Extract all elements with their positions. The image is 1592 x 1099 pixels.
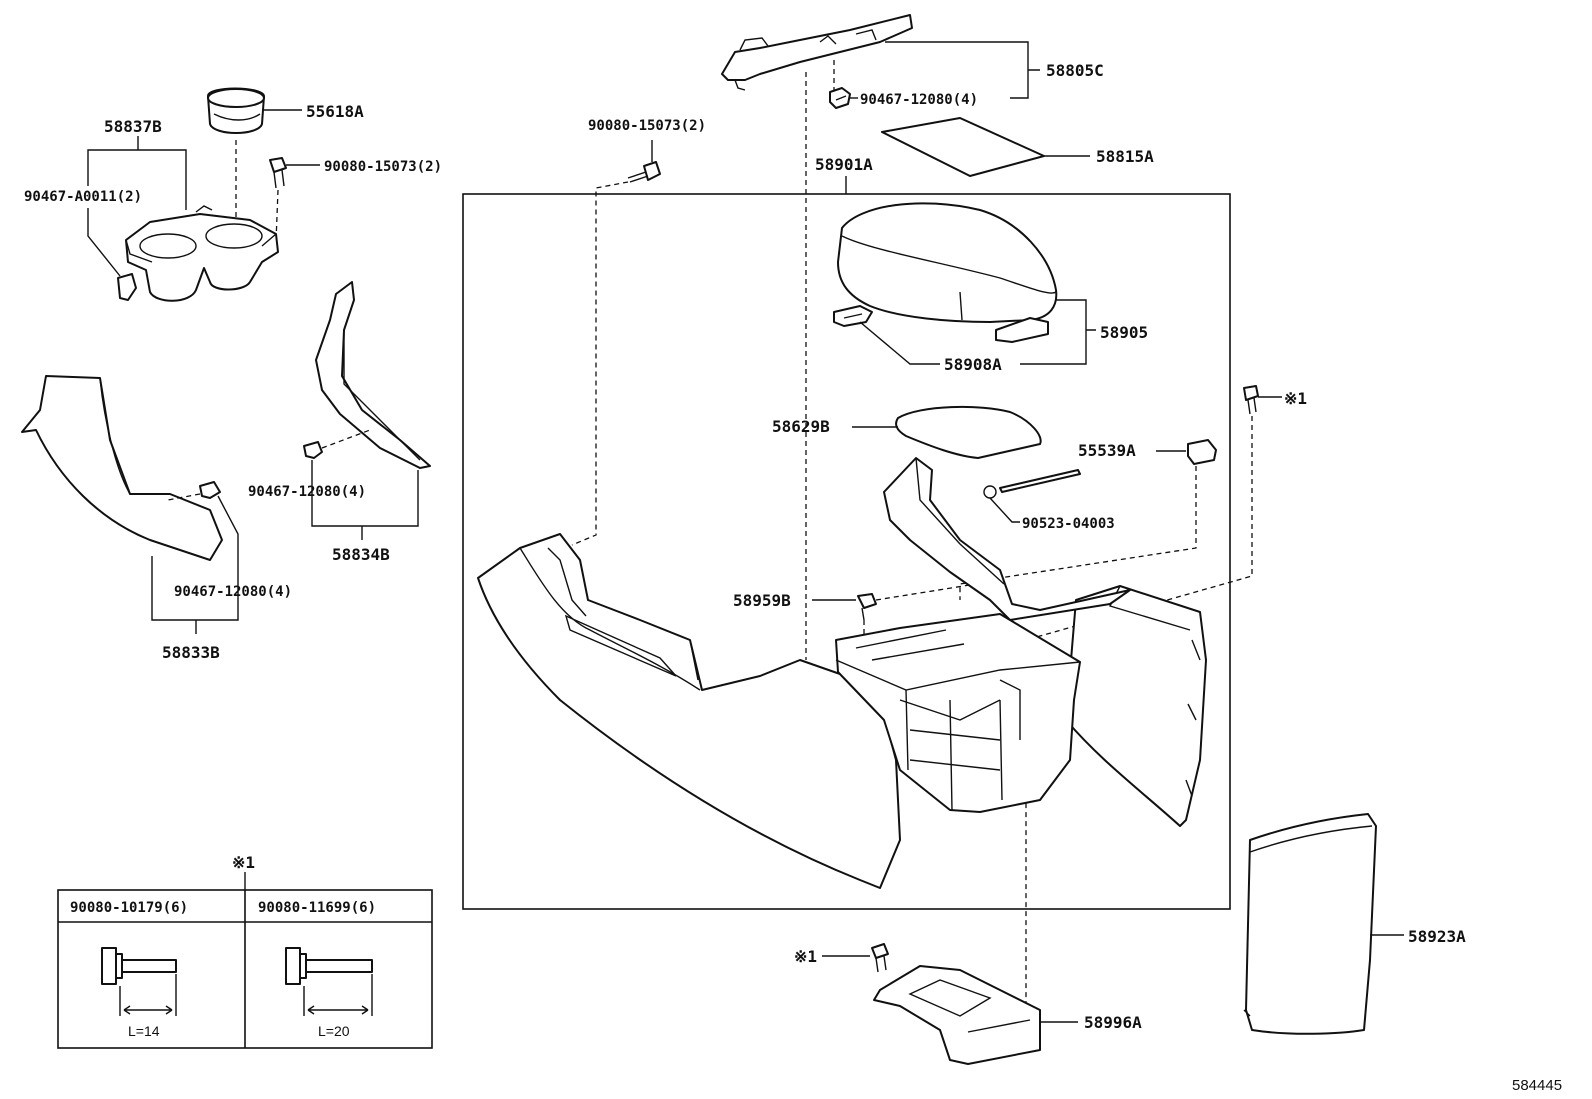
screw-ref1-bottom — [871, 943, 889, 973]
leader-90467-A0011 — [87, 208, 121, 277]
part-55539A-cap — [1187, 439, 1217, 465]
part-58837B-cupholder — [125, 205, 279, 302]
part-58815A-pad — [881, 117, 1045, 177]
label-ref1-table: ※1 — [232, 853, 255, 872]
dash-58833B — [167, 493, 201, 501]
part-58908A-bracket — [833, 305, 873, 327]
screw-ref1-right — [1243, 385, 1259, 415]
label-58834B: 58834B — [332, 545, 390, 564]
part-58959B-clip — [857, 593, 877, 621]
console-center-box — [835, 613, 1081, 813]
label-90467-12080-top: 90467-12080(4) — [860, 92, 978, 108]
dash-screw-mid — [571, 181, 629, 546]
bolt-icon-l20 — [285, 947, 373, 1016]
bolt-col2-length: L=20 — [318, 1023, 350, 1039]
label-90080-15073-left: 90080-15073(2) — [324, 159, 442, 175]
part-rod — [999, 469, 1081, 493]
label-58905: 58905 — [1100, 323, 1148, 342]
bolt-col1-part: 90080-10179(6) — [70, 900, 188, 916]
part-58923A-panel — [1243, 813, 1377, 1035]
label-58805C: 58805C — [1046, 61, 1104, 80]
label-58923A: 58923A — [1408, 927, 1466, 946]
dash-ref1-right — [1025, 416, 1253, 1010]
part-58834B-trim — [315, 281, 431, 469]
bolt-col2-part: 90080-11699(6) — [258, 900, 376, 916]
label-90467-12080-low: 90467-12080(4) — [174, 584, 292, 600]
label-58629B: 58629B — [772, 417, 830, 436]
label-58908A: 58908A — [944, 355, 1002, 374]
label-58996A: 58996A — [1084, 1013, 1142, 1032]
leader-58834B — [311, 460, 419, 540]
label-58833B: 58833B — [162, 643, 220, 662]
part-58905-armrest — [837, 202, 1058, 343]
label-55618A: 55618A — [306, 102, 364, 121]
leader-58805C — [885, 41, 1040, 99]
leader-90523-04003 — [989, 497, 1020, 523]
part-58805C-trim — [721, 14, 913, 91]
bolt-reference-table: ※1 90080-10179(6) 90080-11699(6) L=14 L=… — [57, 853, 433, 1049]
leader-58837B — [87, 136, 187, 210]
part-90523-04003-ring — [983, 485, 997, 499]
console-left-panel — [477, 533, 901, 889]
label-58837B: 58837B — [104, 117, 162, 136]
screw-90080-15073-mid — [627, 161, 661, 183]
label-58901A: 58901A — [815, 155, 873, 174]
dash-58959B — [863, 583, 977, 636]
label-90080-15073-mid: 90080-15073(2) — [588, 118, 706, 134]
clip-90467-12080-top — [829, 87, 851, 109]
console-right-panel — [1065, 585, 1207, 827]
part-58996A-bracket — [873, 965, 1041, 1065]
console-rear-bracket — [883, 457, 1131, 621]
clip-90467-12080-low — [199, 481, 221, 499]
label-90467-A0011: 90467-A0011(2) — [24, 189, 142, 205]
label-ref1-bottom: ※1 — [794, 947, 817, 966]
label-ref1-right: ※1 — [1284, 389, 1307, 408]
label-55539A: 55539A — [1078, 441, 1136, 460]
part-55618A-cup — [207, 87, 265, 134]
leader-58833B — [151, 495, 239, 634]
part-58833B-trim — [21, 375, 223, 561]
clip-90467-12080-mid — [303, 441, 323, 459]
label-58959B: 58959B — [733, 591, 791, 610]
screw-90080-15073-left — [269, 157, 287, 189]
dash-55539A — [959, 466, 1197, 600]
diagram-id: 584445 — [1512, 1077, 1562, 1094]
clip-90467-A0011 — [117, 273, 137, 301]
leader-58905 — [859, 299, 1096, 365]
label-58815A: 58815A — [1096, 147, 1154, 166]
bolt-col1-length: L=14 — [128, 1023, 160, 1039]
label-90467-12080-mid: 90467-12080(4) — [248, 484, 366, 500]
bolt-icon-l14 — [101, 947, 177, 1016]
part-58629B-pad — [895, 405, 1042, 459]
label-90523-04003: 90523-04003 — [1022, 516, 1115, 532]
